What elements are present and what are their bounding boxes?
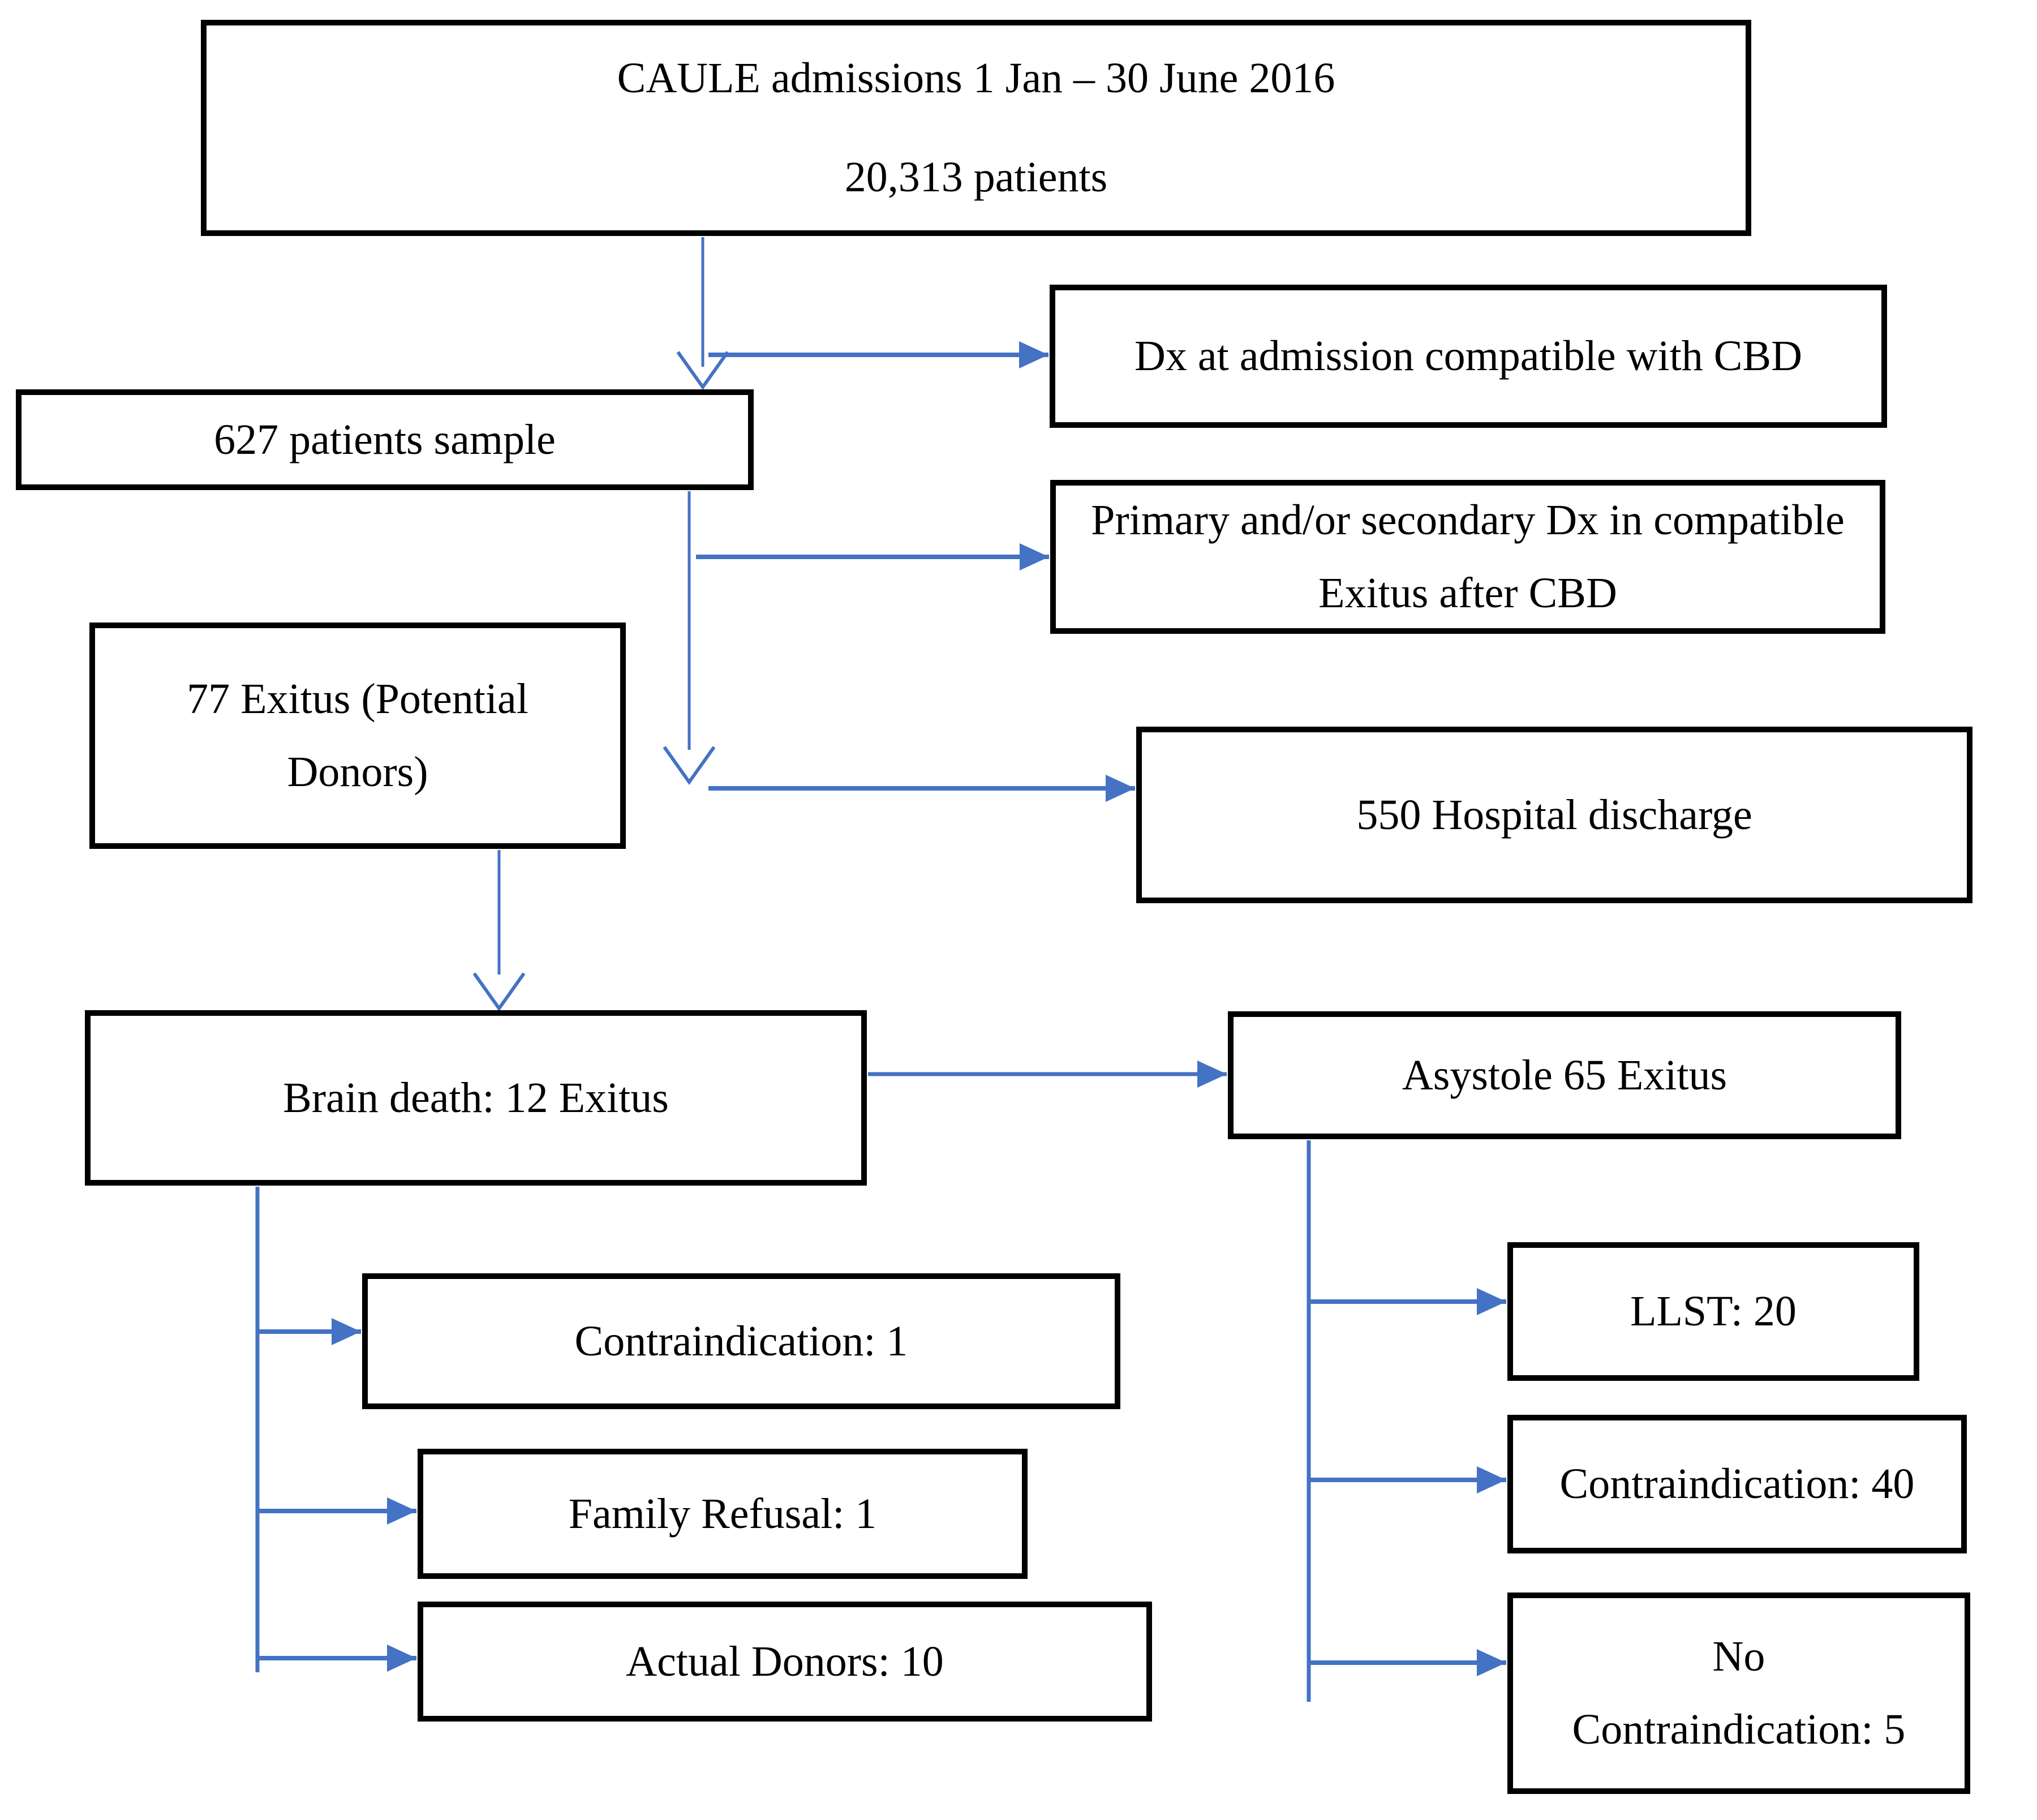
node-contraindication-1: Contraindication: 1 [362, 1273, 1120, 1409]
arrowhead-down-into-brain-death [472, 972, 526, 1012]
node-no-contraindication-line2: Contraindication: 5 [1572, 1706, 1906, 1753]
node-627-sample: 627 patients sample [16, 389, 754, 490]
node-llst: LLST: 20 [1507, 1242, 1919, 1381]
node-77-exitus-line1: 77 Exitus (Potential [187, 675, 528, 723]
node-caule-admissions-title: CAULE admissions 1 Jan – 30 June 2016 [617, 54, 1335, 102]
node-llst-label: LLST: 20 [1630, 1287, 1797, 1336]
node-77-exitus: 77 Exitus (Potential Donors) [89, 623, 626, 849]
node-brain-death: Brain death: 12 Exitus [85, 1010, 867, 1186]
node-550-discharge: 550 Hospital discharge [1136, 727, 1972, 903]
node-627-sample-label: 627 patients sample [214, 415, 556, 463]
node-caule-admissions: CAULE admissions 1 Jan – 30 June 2016 20… [201, 20, 1751, 236]
node-contraindication-40: Contraindication: 40 [1507, 1415, 1967, 1553]
arrowhead-down-sample-trunk [663, 746, 716, 785]
node-actual-donors: Actual Donors: 10 [418, 1602, 1152, 1722]
node-asystole-label: Asystole 65 Exitus [1402, 1051, 1727, 1099]
node-no-contraindication: No Contraindication: 5 [1507, 1592, 1970, 1794]
node-primary-secondary-dx-line1: Primary and/or secondary Dx in compatibl… [1091, 496, 1845, 544]
node-550-discharge-label: 550 Hospital discharge [1356, 791, 1752, 839]
node-brain-death-label: Brain death: 12 Exitus [283, 1074, 669, 1122]
node-actual-donors-label: Actual Donors: 10 [626, 1637, 944, 1685]
node-primary-secondary-dx-line2: Exitus after CBD [1318, 569, 1617, 617]
node-contraindication-1-label: Contraindication: 1 [574, 1317, 908, 1365]
node-primary-secondary-dx: Primary and/or secondary Dx in compatibl… [1050, 480, 1885, 634]
node-family-refusal-label: Family Refusal: 1 [568, 1490, 877, 1538]
node-family-refusal: Family Refusal: 1 [418, 1449, 1028, 1579]
node-contraindication-40-label: Contraindication: 40 [1559, 1460, 1915, 1508]
node-no-contraindication-line1: No [1712, 1633, 1765, 1681]
node-caule-admissions-count: 20,313 patients [844, 153, 1108, 201]
node-77-exitus-line2: Donors) [287, 748, 428, 796]
node-asystole: Asystole 65 Exitus [1228, 1011, 1901, 1139]
node-dx-admission: Dx at admission compatible with CBD [1050, 285, 1887, 428]
node-dx-admission-label: Dx at admission compatible with CBD [1134, 332, 1802, 380]
arrowhead-down-into-sample [676, 351, 729, 390]
